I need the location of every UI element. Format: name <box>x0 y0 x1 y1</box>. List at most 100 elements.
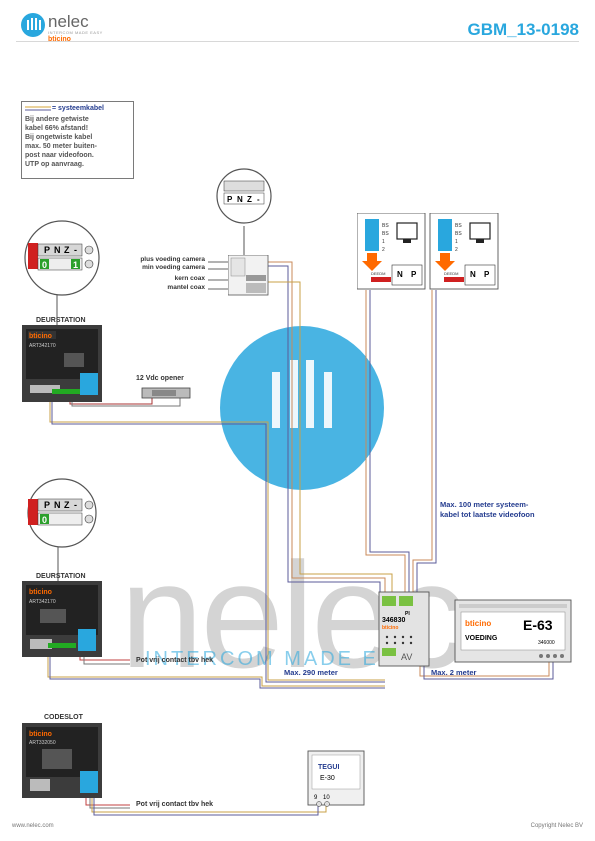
door-station-2-article: ART342170 <box>29 599 56 605</box>
screw-icon <box>84 259 94 269</box>
cable-av-power <box>419 662 550 677</box>
cable-codeslot-tegui <box>91 795 327 813</box>
svg-text:N: N <box>54 500 61 510</box>
cable-camera-av <box>266 265 381 600</box>
gate-contact-label-1: Pot vrij contact tbv hek <box>136 657 214 664</box>
door-station-1-article: ART342170 <box>29 343 56 349</box>
videophone-1: BS BS 1 2 DEEDM N P <box>357 213 426 290</box>
nelec-logo-icon <box>21 13 45 37</box>
terminal-block-icon <box>382 596 396 606</box>
cable-videophone-av <box>369 290 410 598</box>
logo-name: nelec <box>48 12 89 31</box>
cable-gate-contact <box>89 795 130 809</box>
zoom-terminal-label: P <box>44 245 50 255</box>
power-supply: bticino E-63 VOEDING 346000 <box>454 599 572 663</box>
cable-codeslot-tegui <box>93 795 319 816</box>
arrow-down-icon <box>435 253 455 271</box>
cable-av-power <box>423 662 554 680</box>
zoom-terminal-label: Z <box>64 245 70 255</box>
tegui-unit: TEGUI E-30 9 10 <box>307 750 365 807</box>
legend-line: max. 50 meter buiten- <box>25 143 97 150</box>
svg-text:BS: BS <box>382 231 389 237</box>
monitor-icon <box>469 222 491 240</box>
svg-text:BS: BS <box>455 223 462 229</box>
cable-videophone-av <box>416 290 437 598</box>
svg-text:BS: BS <box>382 223 389 229</box>
cable-gate-contact <box>85 795 130 806</box>
power-label: VOEDING <box>465 635 498 642</box>
cable-videophone-av <box>412 290 433 598</box>
zoom-terminal-label: - <box>74 245 77 255</box>
camera-module <box>228 255 269 296</box>
cable-ds1-av <box>51 395 385 683</box>
footer-website: www.nelec.com <box>12 823 54 829</box>
legend-line: Bij andere getwiste <box>25 116 89 123</box>
cable-camera-av <box>266 281 393 600</box>
svg-text:bticino: bticino <box>382 625 398 631</box>
terminal-block-icon <box>399 596 413 606</box>
svg-text:DEEDM: DEEDM <box>371 271 385 276</box>
svg-text:Z: Z <box>64 500 70 510</box>
max-100-annotation: kabel tot laatste videofoon <box>440 510 535 519</box>
power-brand: bticino <box>465 619 491 628</box>
codeslot: bticino ART332050 <box>22 723 102 798</box>
power-article: 346000 <box>538 640 555 646</box>
screw-icon <box>84 245 94 255</box>
door-station-1: bticino ART342170 <box>22 325 102 402</box>
codeslot-title: CODESLOT <box>44 714 83 721</box>
legend-line: post naar videofoon. <box>25 152 94 159</box>
svg-text:Z: Z <box>247 195 252 204</box>
svg-text:2: 2 <box>382 247 385 253</box>
power-model: E-63 <box>523 617 553 633</box>
legend-line: Bij ongetwiste kabel <box>25 134 93 141</box>
door-opener-label: 12 Vdc opener <box>136 375 184 382</box>
tegui-brand: TEGUI <box>318 764 339 771</box>
door-opener <box>141 387 191 399</box>
page-title: GBM_13-0198 <box>467 20 579 39</box>
svg-text:PI: PI <box>405 611 410 617</box>
camera-module-zoom: P N Z - <box>216 168 272 224</box>
red-terminal-icon <box>28 499 38 525</box>
door-station-2-title: DEURSTATION <box>36 573 86 580</box>
svg-text:P: P <box>484 270 490 279</box>
door-station-2-brand: bticino <box>29 589 52 596</box>
svg-text:BS: BS <box>455 231 462 237</box>
screw-icon <box>84 514 94 524</box>
cable-ds1-av <box>49 395 385 681</box>
cable-ds2-av <box>49 655 385 689</box>
legend-box: = systeemkabel Bij andere getwiste kabel… <box>21 101 134 179</box>
legend-title: = systeemkabel <box>52 105 104 112</box>
svg-text:0: 0 <box>42 260 47 270</box>
svg-text:N: N <box>470 270 476 279</box>
monitor-icon <box>396 222 418 240</box>
svg-text:P: P <box>411 270 417 279</box>
header-divider <box>16 41 579 42</box>
footer-copyright: Copyright Nelec BV <box>530 823 583 829</box>
max-290-annotation: Max. 290 meter <box>284 668 338 677</box>
legend-line: kabel 66% afstand! <box>25 125 89 132</box>
legend-line: UTP op aanvraag. <box>25 161 85 168</box>
svg-text:-: - <box>74 500 77 510</box>
camera-wire-label: plus voeding camera <box>140 256 205 263</box>
red-terminal-icon <box>28 243 38 269</box>
door-station-1-title: DEURSTATION <box>36 317 86 324</box>
camera-wire-label: min voeding camera <box>142 264 205 271</box>
svg-text:P: P <box>227 195 233 204</box>
door-station-1-brand: bticino <box>29 333 52 340</box>
door-station-1-zoom: P N Z - 0 1 <box>24 220 100 296</box>
camera-wire-label: kern coax <box>174 275 205 282</box>
videophones: BS BS 1 2 DEEDM N P BS BS 1 2 DEEDM N P <box>357 213 499 290</box>
zoom-terminal-label: N <box>54 245 61 255</box>
svg-text:9: 9 <box>314 795 318 801</box>
tegui-model: E-30 <box>320 775 335 782</box>
svg-text:1: 1 <box>73 260 78 270</box>
system-cable-sample <box>25 106 51 111</box>
cable-videophone-av <box>365 290 406 598</box>
max-100-annotation: Max. 100 meter systeem- <box>440 500 529 509</box>
svg-text:0: 0 <box>42 515 47 525</box>
svg-text:AV: AV <box>401 652 412 662</box>
svg-text:-: - <box>257 195 260 204</box>
svg-text:1: 1 <box>455 239 458 245</box>
